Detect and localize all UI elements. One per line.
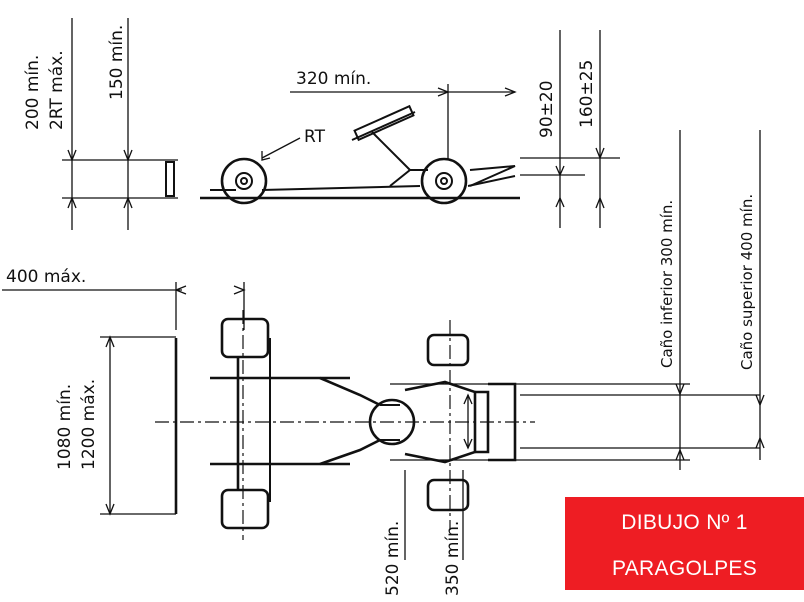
side-90-label: 90±20 [537,80,557,138]
drawing-title: PARAGOLPES [612,557,757,580]
front-350-label: 350 mín. [443,521,463,596]
rt-label: RT [304,127,326,147]
tube-lower-label: Caño inferior 300 mín. [658,200,676,368]
tube-upper-label: Caño superior 400 mín. [738,194,756,370]
drawing-number: DIBUJO Nº 1 [621,511,748,534]
width-max-label: 1200 máx. [79,379,99,470]
front-520-label: 520 mín. [383,521,403,596]
front-left-bottom-label: 2RT máx. [47,50,67,130]
drawing-title-box: DIBUJO Nº 1 PARAGOLPES [565,497,804,590]
side-320-label: 320 mín. [296,69,371,89]
rear-wheel-side [222,159,266,203]
front-150-label: 150 mín. [107,25,127,100]
kart-top-view [2,130,764,560]
rear-offset-label: 400 máx. [6,267,86,287]
rear-bumper-side-view [62,18,178,230]
front-left-top-label: 200 mín. [23,55,43,130]
side-160-label: 160±25 [577,60,597,128]
front-wheel-side [422,159,466,203]
width-min-label: 1080 mín. [55,384,75,470]
kart-side-view [200,30,620,228]
